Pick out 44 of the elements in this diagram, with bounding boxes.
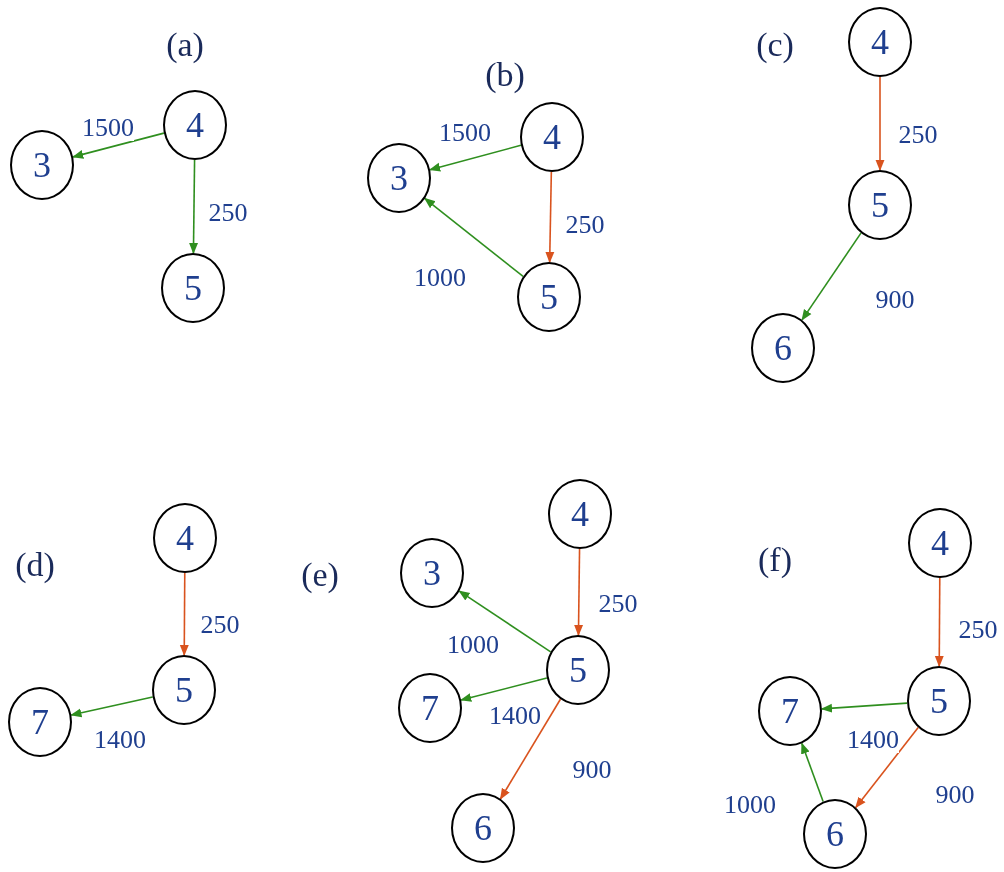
arrow [189, 159, 199, 255]
arrow [820, 702, 908, 713]
node-circle: 3 [10, 130, 74, 200]
node-circle: 4 [163, 90, 227, 160]
node-circle: 5 [907, 666, 971, 736]
panel-label: (a) [166, 28, 204, 62]
arrow [875, 76, 885, 172]
arrow [70, 696, 154, 718]
node-circle: 5 [161, 253, 225, 323]
node-circle: 5 [546, 635, 610, 705]
node-circle: 4 [848, 7, 912, 77]
panel-label: (e) [301, 558, 339, 592]
arrow [460, 677, 548, 702]
panel-label: (f) [758, 543, 792, 577]
arrow [424, 197, 524, 278]
arrow [458, 590, 552, 653]
panel-label: (d) [15, 548, 55, 582]
node-circle: 3 [400, 538, 464, 608]
node-circle: 4 [548, 479, 612, 549]
node-circle: 4 [908, 508, 972, 578]
node-circle: 7 [758, 676, 822, 746]
panel-label: (b) [485, 58, 525, 92]
arrow [499, 698, 562, 800]
arrow [934, 577, 944, 668]
node-circle: 5 [152, 655, 216, 725]
node-circle: 6 [751, 313, 815, 383]
arrow [429, 144, 522, 172]
node-circle: 6 [803, 799, 867, 869]
arrow [179, 572, 189, 657]
node-circle: 4 [520, 102, 584, 172]
arrow [801, 232, 862, 321]
arrow [801, 742, 824, 803]
panel-label: (c) [756, 28, 794, 62]
node-circle: 5 [848, 170, 912, 240]
arrow [72, 132, 165, 159]
node-circle: 3 [367, 143, 431, 213]
node-circle: 7 [398, 673, 462, 743]
arrow [545, 171, 555, 264]
node-circle: 4 [153, 503, 217, 573]
node-circle: 6 [451, 793, 515, 863]
arrow [855, 726, 919, 809]
node-circle: 7 [8, 687, 72, 757]
node-circle: 5 [517, 262, 581, 332]
arrow [574, 548, 584, 637]
